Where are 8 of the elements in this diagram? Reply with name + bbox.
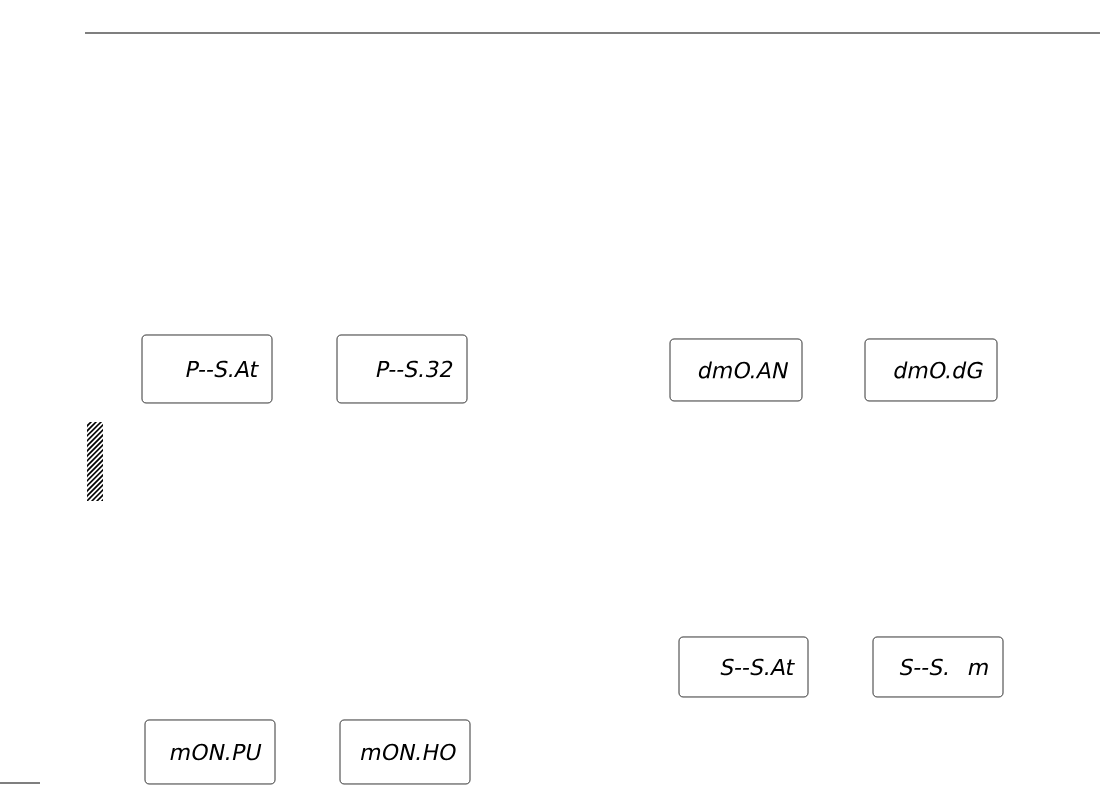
lcd-display: P--S.32 <box>336 334 468 404</box>
lcd-display: P--S.At <box>141 334 273 404</box>
lcd-display: dmO.AN <box>669 338 803 402</box>
lcd-display: S--S.At <box>678 636 809 698</box>
lcd-display: S--S. m <box>872 636 1004 698</box>
lcd-display: dmO.dG <box>864 338 998 402</box>
lcd-display: mON.HO <box>339 719 471 785</box>
lcd-display: mON.PU <box>144 719 276 785</box>
